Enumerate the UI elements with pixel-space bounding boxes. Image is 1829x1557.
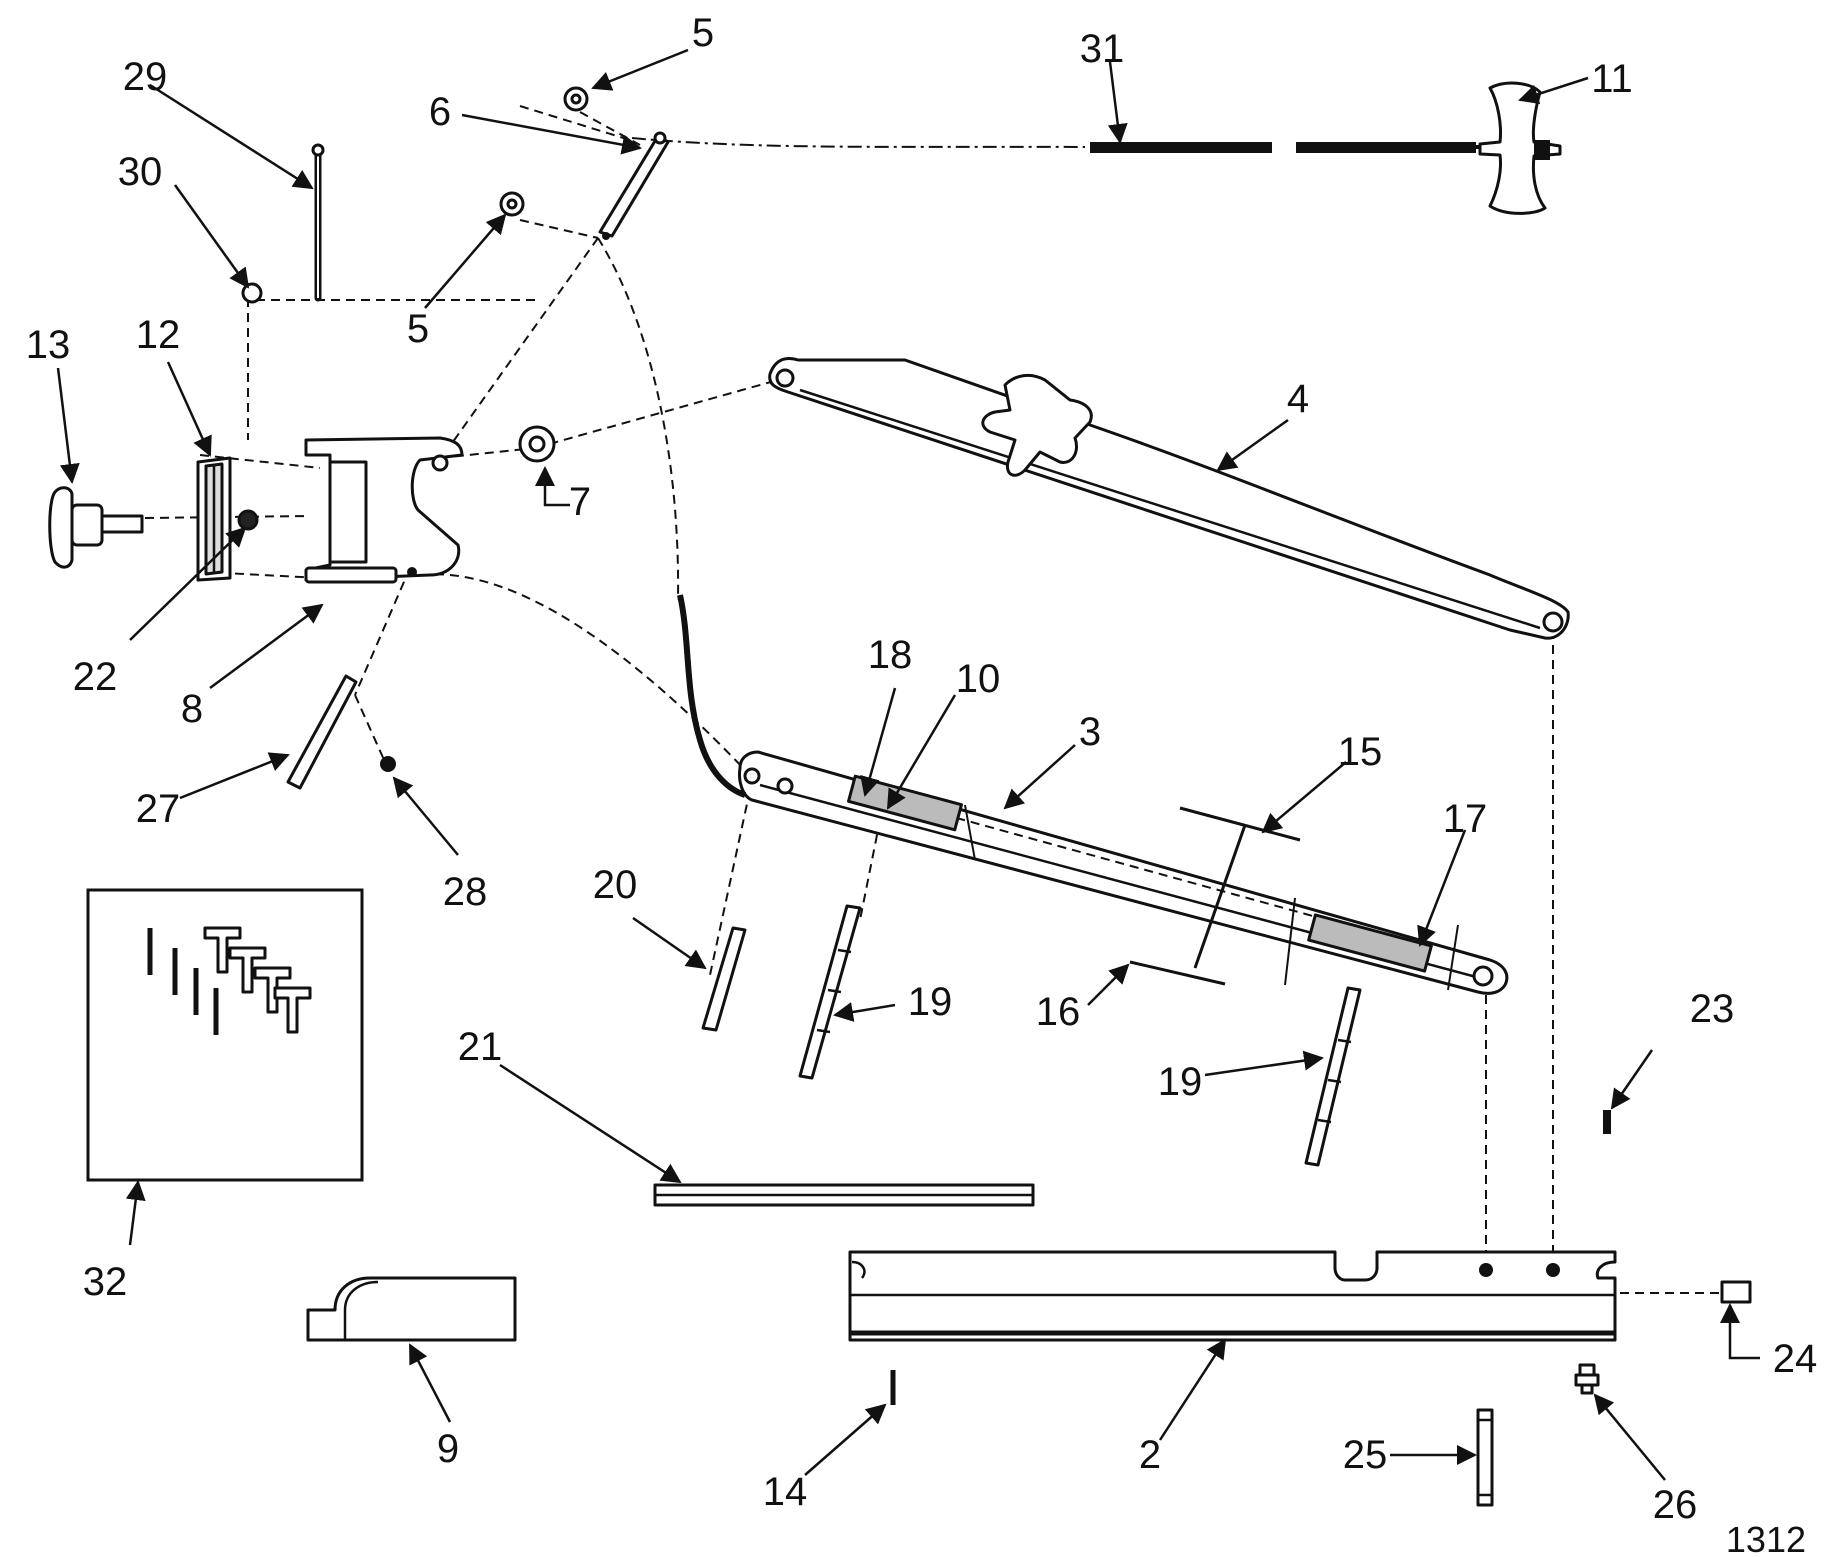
callout-6: 6	[429, 90, 451, 134]
cable-31	[1090, 142, 1490, 153]
arm-3	[738, 750, 1509, 995]
callout-31: 31	[1080, 27, 1125, 71]
callout-2: 2	[1139, 1433, 1161, 1477]
arm-4	[768, 357, 1570, 640]
clip-23	[1603, 1110, 1611, 1134]
clamp-plate-12	[196, 456, 259, 582]
callout-13: 13	[26, 323, 71, 367]
ring-5-middle	[499, 191, 525, 217]
tie-15-16	[1129, 806, 1301, 986]
callout-labels: 5 6 5 7 31 11 4 3 15 16 17 18 10 30 29 1…	[26, 11, 1818, 1527]
cap-24	[1720, 1280, 1752, 1304]
callout-3: 3	[1079, 710, 1101, 754]
callout-18: 18	[868, 633, 913, 677]
callout-4: 4	[1287, 377, 1309, 421]
callout-7: 7	[569, 480, 591, 524]
callout-20: 20	[593, 863, 638, 907]
pin-25	[1476, 1408, 1494, 1507]
bar-21	[653, 1183, 1035, 1207]
callout-5-top: 5	[692, 11, 714, 55]
callout-12: 12	[136, 313, 181, 357]
hardware-kit-32	[86, 888, 364, 1182]
nut-28	[380, 756, 396, 772]
knob-13	[48, 486, 144, 569]
callout-27: 27	[136, 787, 181, 831]
link-6	[598, 131, 670, 240]
callout-23: 23	[1690, 987, 1735, 1031]
callout-32: 32	[83, 1260, 128, 1304]
callout-17: 17	[1443, 797, 1488, 841]
callout-29: 29	[123, 55, 168, 99]
callout-25: 25	[1343, 1433, 1388, 1477]
callout-22: 22	[73, 655, 118, 699]
callout-9: 9	[437, 1427, 459, 1471]
callout-5-middle: 5	[407, 307, 429, 351]
callout-11: 11	[1591, 57, 1633, 101]
fastener-26	[1574, 1363, 1600, 1395]
ring-5-top	[563, 86, 589, 112]
callout-21: 21	[458, 1025, 503, 1069]
strut-27	[286, 674, 358, 790]
base-2	[848, 1250, 1617, 1342]
pin-29	[311, 143, 325, 302]
assembly-lines	[144, 105, 1722, 1294]
pin-19-right	[1304, 986, 1362, 1167]
callout-8: 8	[181, 687, 203, 731]
nut-30	[241, 282, 263, 304]
callout-26: 26	[1653, 1483, 1698, 1527]
cover-9	[306, 1276, 517, 1342]
pin-19-left	[798, 904, 862, 1080]
cable-sheath	[677, 594, 747, 798]
washer-7	[518, 425, 556, 463]
callout-19-left: 19	[908, 980, 953, 1024]
callout-14: 14	[763, 1470, 808, 1514]
callout-15: 15	[1338, 730, 1383, 774]
callout-24: 24	[1773, 1337, 1818, 1381]
callout-19-right: 19	[1158, 1060, 1203, 1104]
bracket-8	[304, 436, 464, 584]
callout-30: 30	[118, 150, 163, 194]
pin-20	[701, 926, 747, 1032]
figure-number: 1312	[1726, 1519, 1806, 1557]
callout-28: 28	[443, 870, 488, 914]
callout-10: 10	[956, 657, 1001, 701]
leader-lines	[56, 48, 1760, 1481]
callout-16: 16	[1036, 990, 1081, 1034]
handle-11	[1478, 81, 1562, 215]
